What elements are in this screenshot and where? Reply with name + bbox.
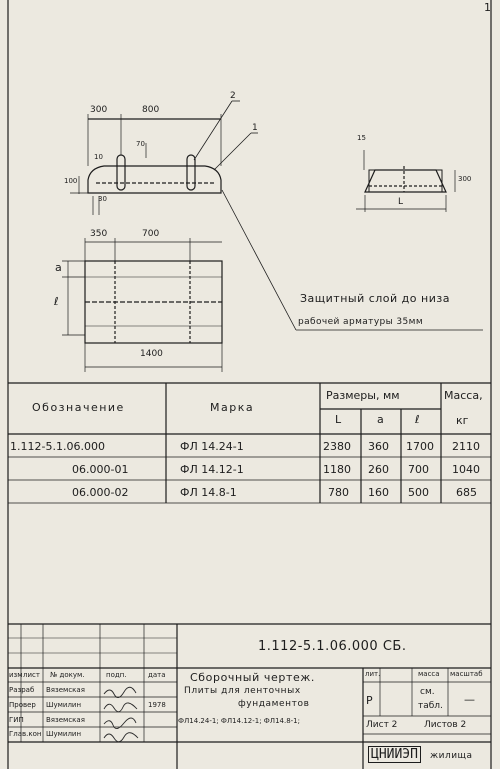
dim-100: 100 (64, 177, 78, 185)
row3-designation: 06.000-02 (72, 486, 129, 499)
name-gip: Вяземская (46, 716, 85, 724)
header-sizes: Размеры, мм (326, 389, 400, 402)
note-protective-layer: Защитный слой до низа (300, 292, 450, 305)
dim-1400: 1400 (140, 349, 163, 359)
dim-15: 15 (357, 134, 366, 142)
row2-L: 1180 (323, 463, 351, 476)
row2-designation: 06.000-01 (72, 463, 129, 476)
callout-2: 2 (230, 91, 236, 101)
title-block-grid (8, 623, 491, 769)
plan-view (62, 189, 483, 372)
name-razrab: Вяземская (46, 686, 85, 694)
row3-mass: 685 (456, 486, 477, 499)
cross-section-view (356, 150, 456, 212)
header-mass: Масса, (444, 389, 483, 402)
header-designation: Обозначение (32, 401, 125, 414)
dim-10: 10 (94, 153, 103, 161)
row3-l: 500 (408, 486, 429, 499)
row1-a: 360 (368, 440, 389, 453)
dim-l: ℓ (54, 295, 59, 308)
hdr-list: лист (23, 671, 40, 679)
hdr-izm: изм (9, 671, 23, 679)
dim-300-height: 300 (458, 175, 472, 183)
row3-L: 780 (328, 486, 349, 499)
sheet-label: Лист 2 (366, 720, 398, 730)
callout-1: 1 (252, 123, 258, 133)
profile-view (70, 100, 258, 215)
signature-prover (103, 702, 138, 713)
dim-350: 350 (90, 229, 108, 239)
doc-code: 1.112-5.1.06.000 СБ. (258, 639, 407, 654)
mass-value-line1: см. (420, 687, 435, 697)
header-mass-unit: кг (456, 414, 469, 427)
row3-mark: ФЛ 14.8-1 (180, 486, 237, 499)
role-glav: Глав.кон (9, 730, 42, 738)
role-gip: ГИП (9, 716, 24, 724)
name-glav: Шумилин (46, 730, 82, 738)
org-logo: ЦНИИЭП (368, 746, 421, 763)
signature-gip (103, 717, 137, 729)
header-col-a: a (377, 413, 384, 426)
mass-label: масса (418, 670, 440, 678)
scale-label: масштаб (450, 670, 483, 678)
dim-70: 70 (136, 140, 145, 148)
hdr-doc-no: № докум. (50, 671, 85, 679)
note-rebar: рабочей арматуры 35мм (298, 317, 424, 327)
dim-800: 800 (142, 105, 160, 115)
corner-mark: 1 (484, 1, 491, 14)
hdr-sign: подп. (106, 671, 127, 679)
title-line4: ФЛ14.24-1; ФЛ14.12-1; ФЛ14.8-1; (178, 717, 300, 725)
date-value: 1978 (148, 701, 166, 709)
sheets-label: Листов 2 (424, 720, 467, 730)
row1-designation: 1.112-5.1.06.000 (10, 440, 105, 453)
dim-L: L (398, 197, 404, 207)
dim-300: 300 (90, 105, 108, 115)
role-prover: Провер (9, 701, 36, 709)
name-prover: Шумилин (46, 701, 82, 709)
header-mark: Марка (210, 401, 255, 414)
row3-a: 160 (368, 486, 389, 499)
title-line1: Сборочный чертеж. (190, 671, 315, 684)
header-col-l: ℓ (415, 413, 420, 426)
row1-mark: ФЛ 14.24-1 (180, 440, 244, 453)
signature-glav (103, 732, 139, 743)
signature-razrab (103, 686, 137, 698)
scale-value: — (464, 693, 475, 706)
row1-mass: 2110 (452, 440, 480, 453)
role-razrab: Разраб (9, 686, 35, 694)
dim-700: 700 (142, 229, 160, 239)
row2-mark: ФЛ 14.12-1 (180, 463, 244, 476)
row1-L: 2380 (323, 440, 351, 453)
row2-a: 260 (368, 463, 389, 476)
header-col-L: L (335, 413, 342, 426)
hdr-date: дата (148, 671, 166, 679)
row2-mass: 1040 (452, 463, 480, 476)
mass-value-line2: табл. (418, 701, 443, 711)
dim-30: 30 (98, 195, 107, 203)
lit-value: Р (366, 694, 373, 707)
title-line3: фундаментов (238, 699, 310, 709)
title-line2: Плиты для ленточных (184, 686, 301, 696)
row1-l: 1700 (406, 440, 434, 453)
row2-l: 700 (408, 463, 429, 476)
spec-table-grid (8, 383, 491, 504)
org-name: жилища (430, 751, 473, 761)
lit-label: лит. (365, 670, 381, 678)
dim-a: a (55, 261, 62, 274)
